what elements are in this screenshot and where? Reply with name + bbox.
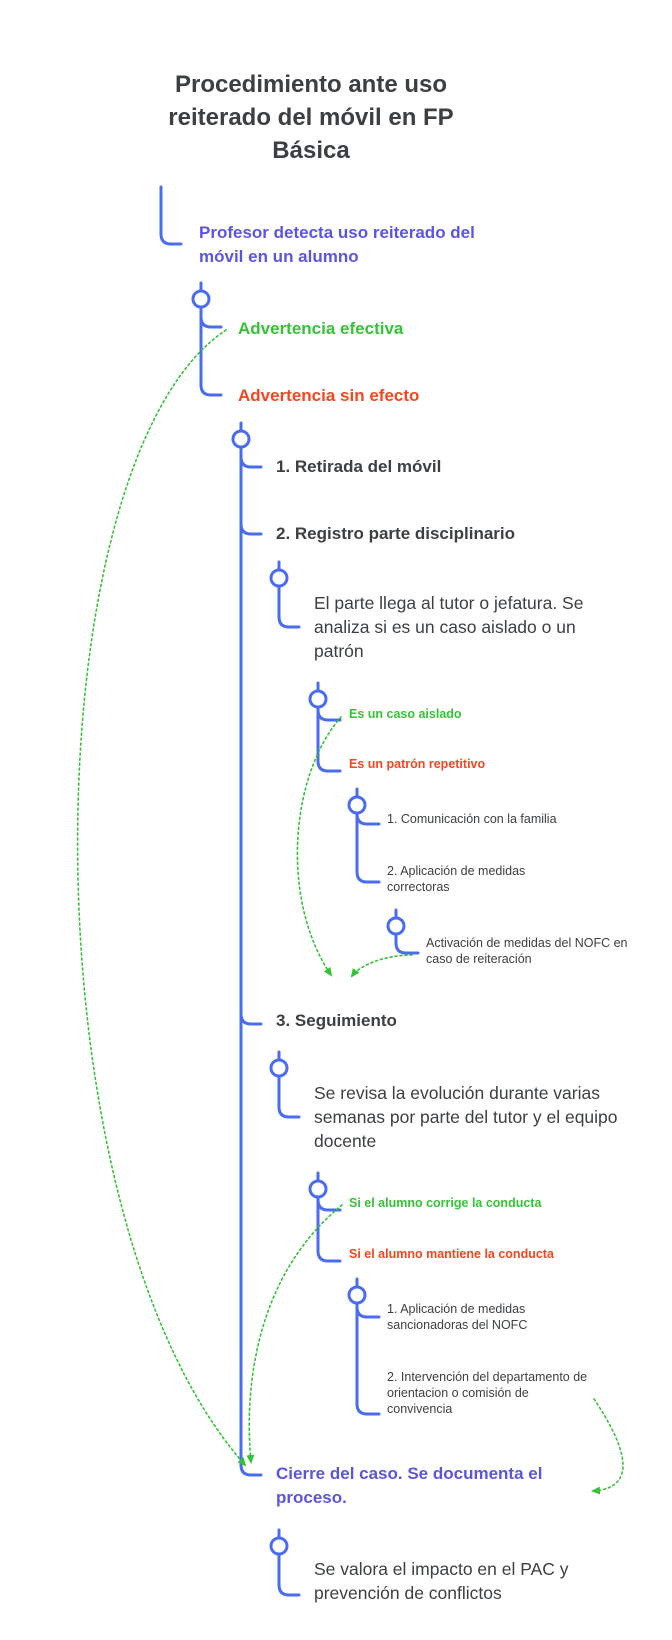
node-detect: Profesor detecta uso reiterado del móvil… [199,223,475,266]
branch-line [316,1198,342,1212]
node-step3-desc: Se revisa la evolución durante varias se… [314,1083,618,1151]
node-close-desc: Se valora el impacto en el PAC y prevenc… [314,1559,569,1603]
branch-node [231,429,251,449]
branch-node [347,1285,367,1305]
tree-nodes [191,289,406,1556]
node-maintains-b: 2. Intervención del departamento de orie… [387,1370,588,1416]
branch-line [277,1050,301,1119]
node-nofc-activation: Activación de medidas del NOFC en caso d… [426,936,628,966]
node-isolated: Es un caso aislado [349,707,462,721]
branch-line [355,1277,381,1416]
connector-warning-to-close [76,329,247,1467]
branch-node [308,689,328,709]
page-title: Procedimiento ante uso reiterado del móv… [168,71,454,164]
node-step2: 2. Registro parte disciplinario [276,524,516,543]
branch-line [239,1012,263,1026]
node-step2-desc: El parte llega al tutor o jefatura. Se a… [314,593,584,661]
branch-line [316,708,342,722]
branch-line [199,315,223,329]
branch-line [355,787,381,884]
branch-line [355,1305,381,1319]
node-step3: 3. Seguimiento [276,1011,397,1030]
node-pattern-b: 2. Aplicación de medidas correctoras [387,864,526,894]
branch-line [277,560,301,629]
node-warning-ok: Advertencia efectiva [238,319,404,338]
connectors [76,329,624,1495]
node-close: Cierre del caso. Se documenta el proceso… [276,1464,543,1507]
connector-maintains-to-close [591,1398,624,1495]
branch-node [386,916,406,936]
node-pattern-a: 1. Comunicación con la familia [387,812,557,826]
branch-line [159,185,183,246]
node-warning-fail: Advertencia sin efecto [238,386,420,405]
branch-node [347,795,367,815]
branch-line [316,1171,342,1263]
node-step1: 1. Retirada del móvil [276,457,442,476]
branch-line [355,812,381,826]
node-pattern: Es un patrón repetitivo [349,757,486,771]
branch-line [239,421,263,1477]
connector-nofc-to-step3 [350,954,413,978]
node-maintains-a: 1. Aplicación de medidas sancionadoras d… [387,1302,528,1332]
branch-node [191,289,211,309]
branch-line [316,681,342,773]
branch-line [199,281,223,397]
connector-corrects-to-close [246,1204,343,1464]
branch-line [394,908,420,955]
branch-node [269,1536,289,1556]
branch-line [277,1528,301,1597]
branch-node [269,1058,289,1078]
branch-line [239,522,263,536]
node-corrects: Si el alumno corrige la conducta [349,1196,542,1210]
branch-line [239,455,263,469]
branch-node [269,568,289,588]
node-maintains: Si el alumno mantiene la conducta [349,1247,554,1261]
branch-node [308,1179,328,1199]
connector-isolated-to-step3 [296,716,342,977]
